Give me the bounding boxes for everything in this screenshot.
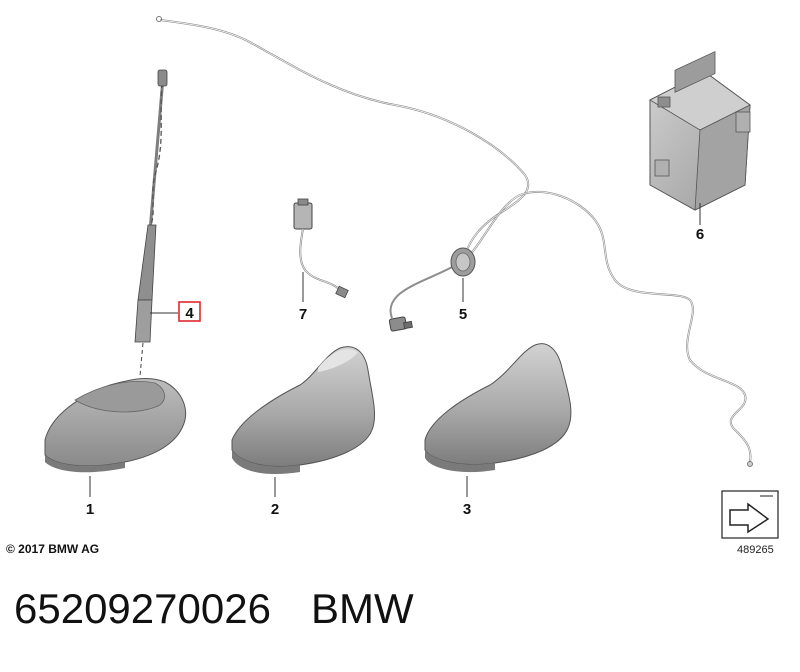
antenna-cable-right (469, 190, 753, 467)
part-3-shark-fin (424, 343, 572, 497)
copyright-text: © 2017 BMW AG (6, 542, 100, 556)
part-number: 65209270026 (14, 585, 271, 632)
part-7-connector-cable (293, 198, 349, 299)
callout-4[interactable]: 4 (185, 305, 194, 322)
brand-name: BMW (310, 585, 414, 632)
part-5-cable-grommet (388, 247, 476, 332)
callout-3[interactable]: 3 (463, 501, 471, 518)
part-2-shark-fin (231, 346, 375, 497)
part-6-antenna-module (649, 51, 751, 225)
footer-part-info: 65209270026 BMW (14, 585, 414, 633)
callout-5[interactable]: 5 (459, 306, 467, 323)
part-1-antenna-base (44, 377, 187, 497)
callout-1[interactable]: 1 (86, 501, 94, 518)
callout-4-highlight-box (178, 301, 201, 322)
part-4-antenna-mast (134, 69, 178, 377)
diagram-reference-number: 489265 (737, 544, 774, 556)
antenna-cable-main (156, 16, 530, 256)
navigation-arrow-icon[interactable] (721, 490, 779, 539)
callout-7[interactable]: 7 (299, 306, 307, 323)
callout-6[interactable]: 6 (696, 226, 704, 243)
callout-2[interactable]: 2 (271, 501, 279, 518)
